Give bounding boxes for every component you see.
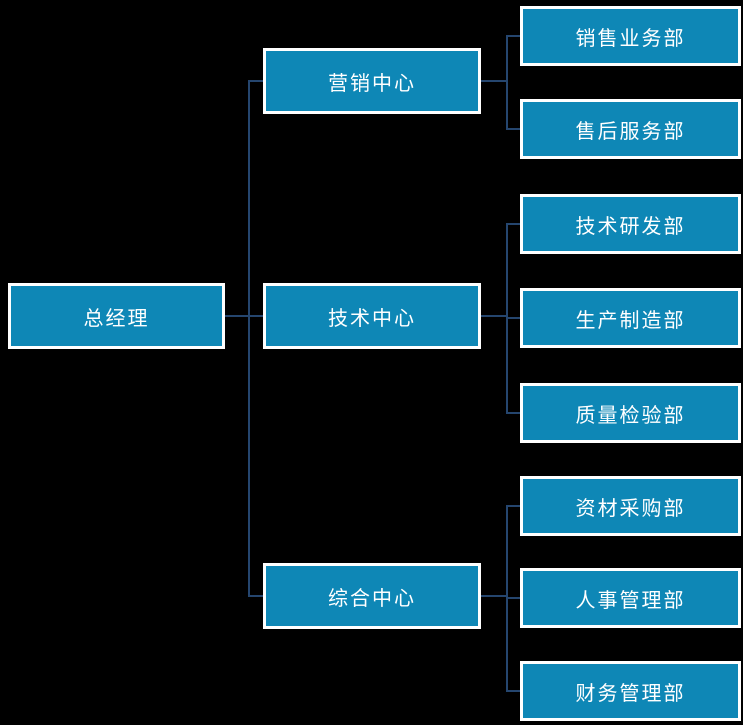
node-sales-business-dept-label: 销售业务部 [575, 27, 686, 50]
node-technology-center-label: 技术中心 [328, 307, 416, 330]
connector-line [506, 128, 520, 130]
node-quality-inspection-dept-label: 质量检验部 [575, 404, 686, 427]
node-after-sales-service-dept[interactable]: 售后服务部 [520, 99, 741, 159]
connector-line [248, 80, 263, 82]
node-rnd-dept-label: 技术研发部 [575, 215, 686, 238]
node-materials-purchasing-dept[interactable]: 资材采购部 [520, 476, 741, 536]
node-marketing-center-label: 营销中心 [328, 72, 416, 95]
node-finance-management-dept[interactable]: 财务管理部 [520, 661, 741, 721]
connector-line [506, 35, 508, 130]
node-rnd-dept[interactable]: 技术研发部 [520, 194, 741, 254]
connector-line [481, 315, 508, 317]
connector-line [506, 223, 520, 225]
connector-line [225, 315, 263, 317]
connector-line [248, 80, 250, 597]
node-general-manager[interactable]: 总经理 [8, 283, 225, 349]
connector-line [506, 317, 520, 319]
node-after-sales-service-dept-label: 售后服务部 [575, 120, 686, 143]
node-general-affairs-center[interactable]: 综合中心 [263, 563, 481, 629]
node-hr-management-dept-label: 人事管理部 [575, 589, 686, 612]
node-materials-purchasing-dept-label: 资材采购部 [575, 497, 686, 520]
node-production-manufacturing-dept-label: 生产制造部 [575, 309, 686, 332]
connector-line [506, 597, 520, 599]
connector-line [506, 35, 520, 37]
node-technology-center[interactable]: 技术中心 [263, 283, 481, 349]
connector-line [506, 690, 520, 692]
node-quality-inspection-dept[interactable]: 质量检验部 [520, 383, 741, 443]
connector-line [248, 595, 263, 597]
connector-line [506, 412, 520, 414]
node-marketing-center[interactable]: 营销中心 [263, 48, 481, 114]
node-production-manufacturing-dept[interactable]: 生产制造部 [520, 288, 741, 348]
connector-line [481, 595, 508, 597]
node-general-manager-label: 总经理 [83, 307, 150, 330]
node-sales-business-dept[interactable]: 销售业务部 [520, 6, 741, 66]
connector-line [506, 505, 520, 507]
node-finance-management-dept-label: 财务管理部 [575, 682, 686, 705]
node-general-affairs-center-label: 综合中心 [328, 587, 416, 610]
connector-line [481, 80, 508, 82]
node-hr-management-dept[interactable]: 人事管理部 [520, 568, 741, 628]
